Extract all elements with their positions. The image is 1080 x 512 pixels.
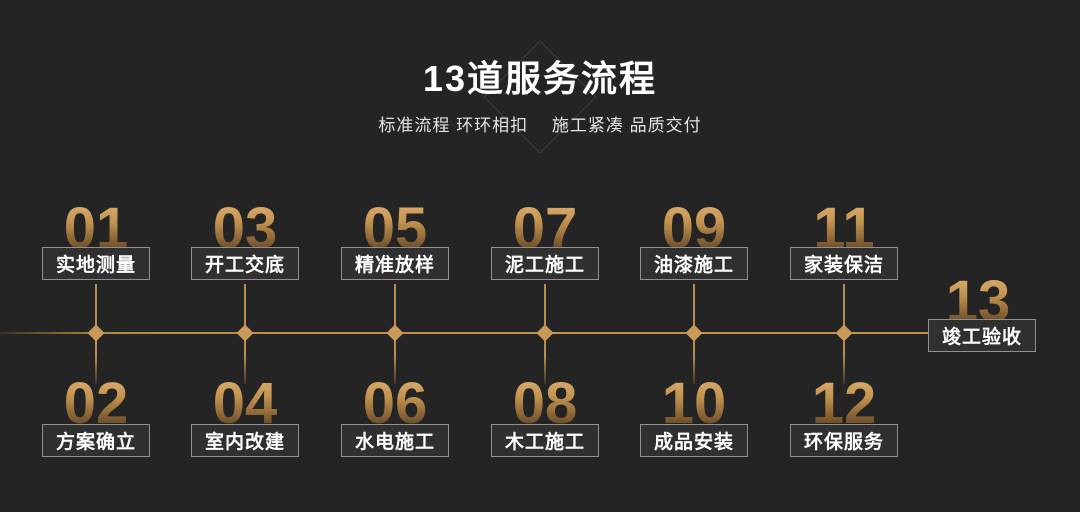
step-label-09: 油漆施工 (640, 247, 748, 280)
step-number-04: 04 (170, 375, 320, 433)
step-label-03: 开工交底 (191, 247, 299, 280)
page-title: 13道服务流程 (422, 58, 658, 99)
timeline-diamond-node (685, 324, 703, 342)
step-label-07: 泥工施工 (491, 247, 599, 280)
timeline-diamond-node (835, 324, 853, 342)
step-label-10: 成品安装 (640, 424, 748, 457)
timeline-diamond-node (536, 324, 554, 342)
step-label-02: 方案确立 (42, 424, 150, 457)
step-number-08: 08 (470, 375, 620, 433)
step-column-3: 05 06 精准放样 水电施工 (320, 0, 470, 512)
step-number-12: 12 (769, 375, 919, 433)
timeline-diamond-node (236, 324, 254, 342)
timeline-diamond-node (87, 324, 105, 342)
step-column-4: 07 08 泥工施工 木工施工 (470, 0, 620, 512)
step-label-01: 实地测量 (42, 247, 150, 280)
step-number-06: 06 (320, 375, 470, 433)
step-label-06: 水电施工 (341, 424, 449, 457)
timeline-diamond-node (386, 324, 404, 342)
step-label-12: 环保服务 (790, 424, 898, 457)
page-subtitle: 标准流程 环环相扣 施工紧凑 品质交付 (378, 116, 702, 135)
step-column-6: 11 12 家装保洁 环保服务 (769, 0, 919, 512)
step-number-02: 02 (21, 375, 171, 433)
step-number-10: 10 (619, 375, 769, 433)
step-column-1: 01 02 实地测量 方案确立 (21, 0, 171, 512)
step-label-08: 木工施工 (491, 424, 599, 457)
timeline-line (0, 332, 929, 334)
step-label-05: 精准放样 (341, 247, 449, 280)
step-label-04: 室内改建 (191, 424, 299, 457)
step-column-2: 03 04 开工交底 室内改建 (170, 0, 320, 512)
step-label-11: 家装保洁 (790, 247, 898, 280)
step-label-13: 竣工验收 (928, 319, 1036, 352)
step-column-5: 09 10 油漆施工 成品安装 (619, 0, 769, 512)
